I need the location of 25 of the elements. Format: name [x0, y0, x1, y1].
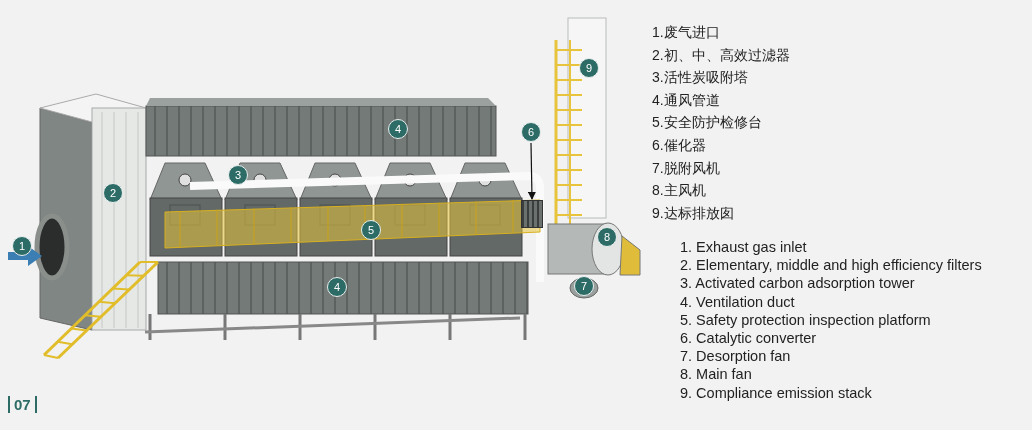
- legend-text: 8. Main fan: [680, 366, 752, 383]
- legend-text: 5. Safety protection inspection platform: [680, 311, 931, 328]
- callout-number: 3: [228, 165, 248, 185]
- callout-number: 7: [574, 276, 594, 296]
- legend-text: 9.达标排放囱: [652, 204, 734, 223]
- legend-text: 3. Activated carbon adsorption tower: [680, 275, 915, 292]
- legend-text: 7. Desorption fan: [680, 348, 791, 365]
- legend-text: 1. Exhaust gas inlet: [680, 239, 807, 255]
- legend-text: 1.废气进口: [652, 24, 720, 42]
- legend-text: 3.活性炭吸附塔: [652, 69, 748, 88]
- callout-number: 1: [12, 236, 32, 256]
- legend-text: 5.安全防护检修台: [652, 114, 762, 133]
- legend-text: 4.通风管道: [652, 91, 720, 110]
- legend-text: 6. Catalytic converter: [680, 330, 817, 346]
- converter-grille: [521, 200, 543, 228]
- legend-text: 7.脱附风机: [652, 159, 720, 178]
- legend-text: 2.初、中、高效过滤器: [652, 46, 790, 65]
- legend-text: 8.主风机: [652, 182, 706, 201]
- leader-line: [527, 142, 536, 200]
- legend-text: 6.催化器: [652, 137, 706, 155]
- legend-text: 4. Ventilation duct: [680, 293, 795, 310]
- page-number: 07: [8, 396, 37, 413]
- legend-text: 2. Elementary, middle and high efficiency filters: [680, 257, 982, 274]
- callout-number: 6: [521, 122, 541, 142]
- legend-text: 9. Compliance emission stack: [680, 384, 872, 401]
